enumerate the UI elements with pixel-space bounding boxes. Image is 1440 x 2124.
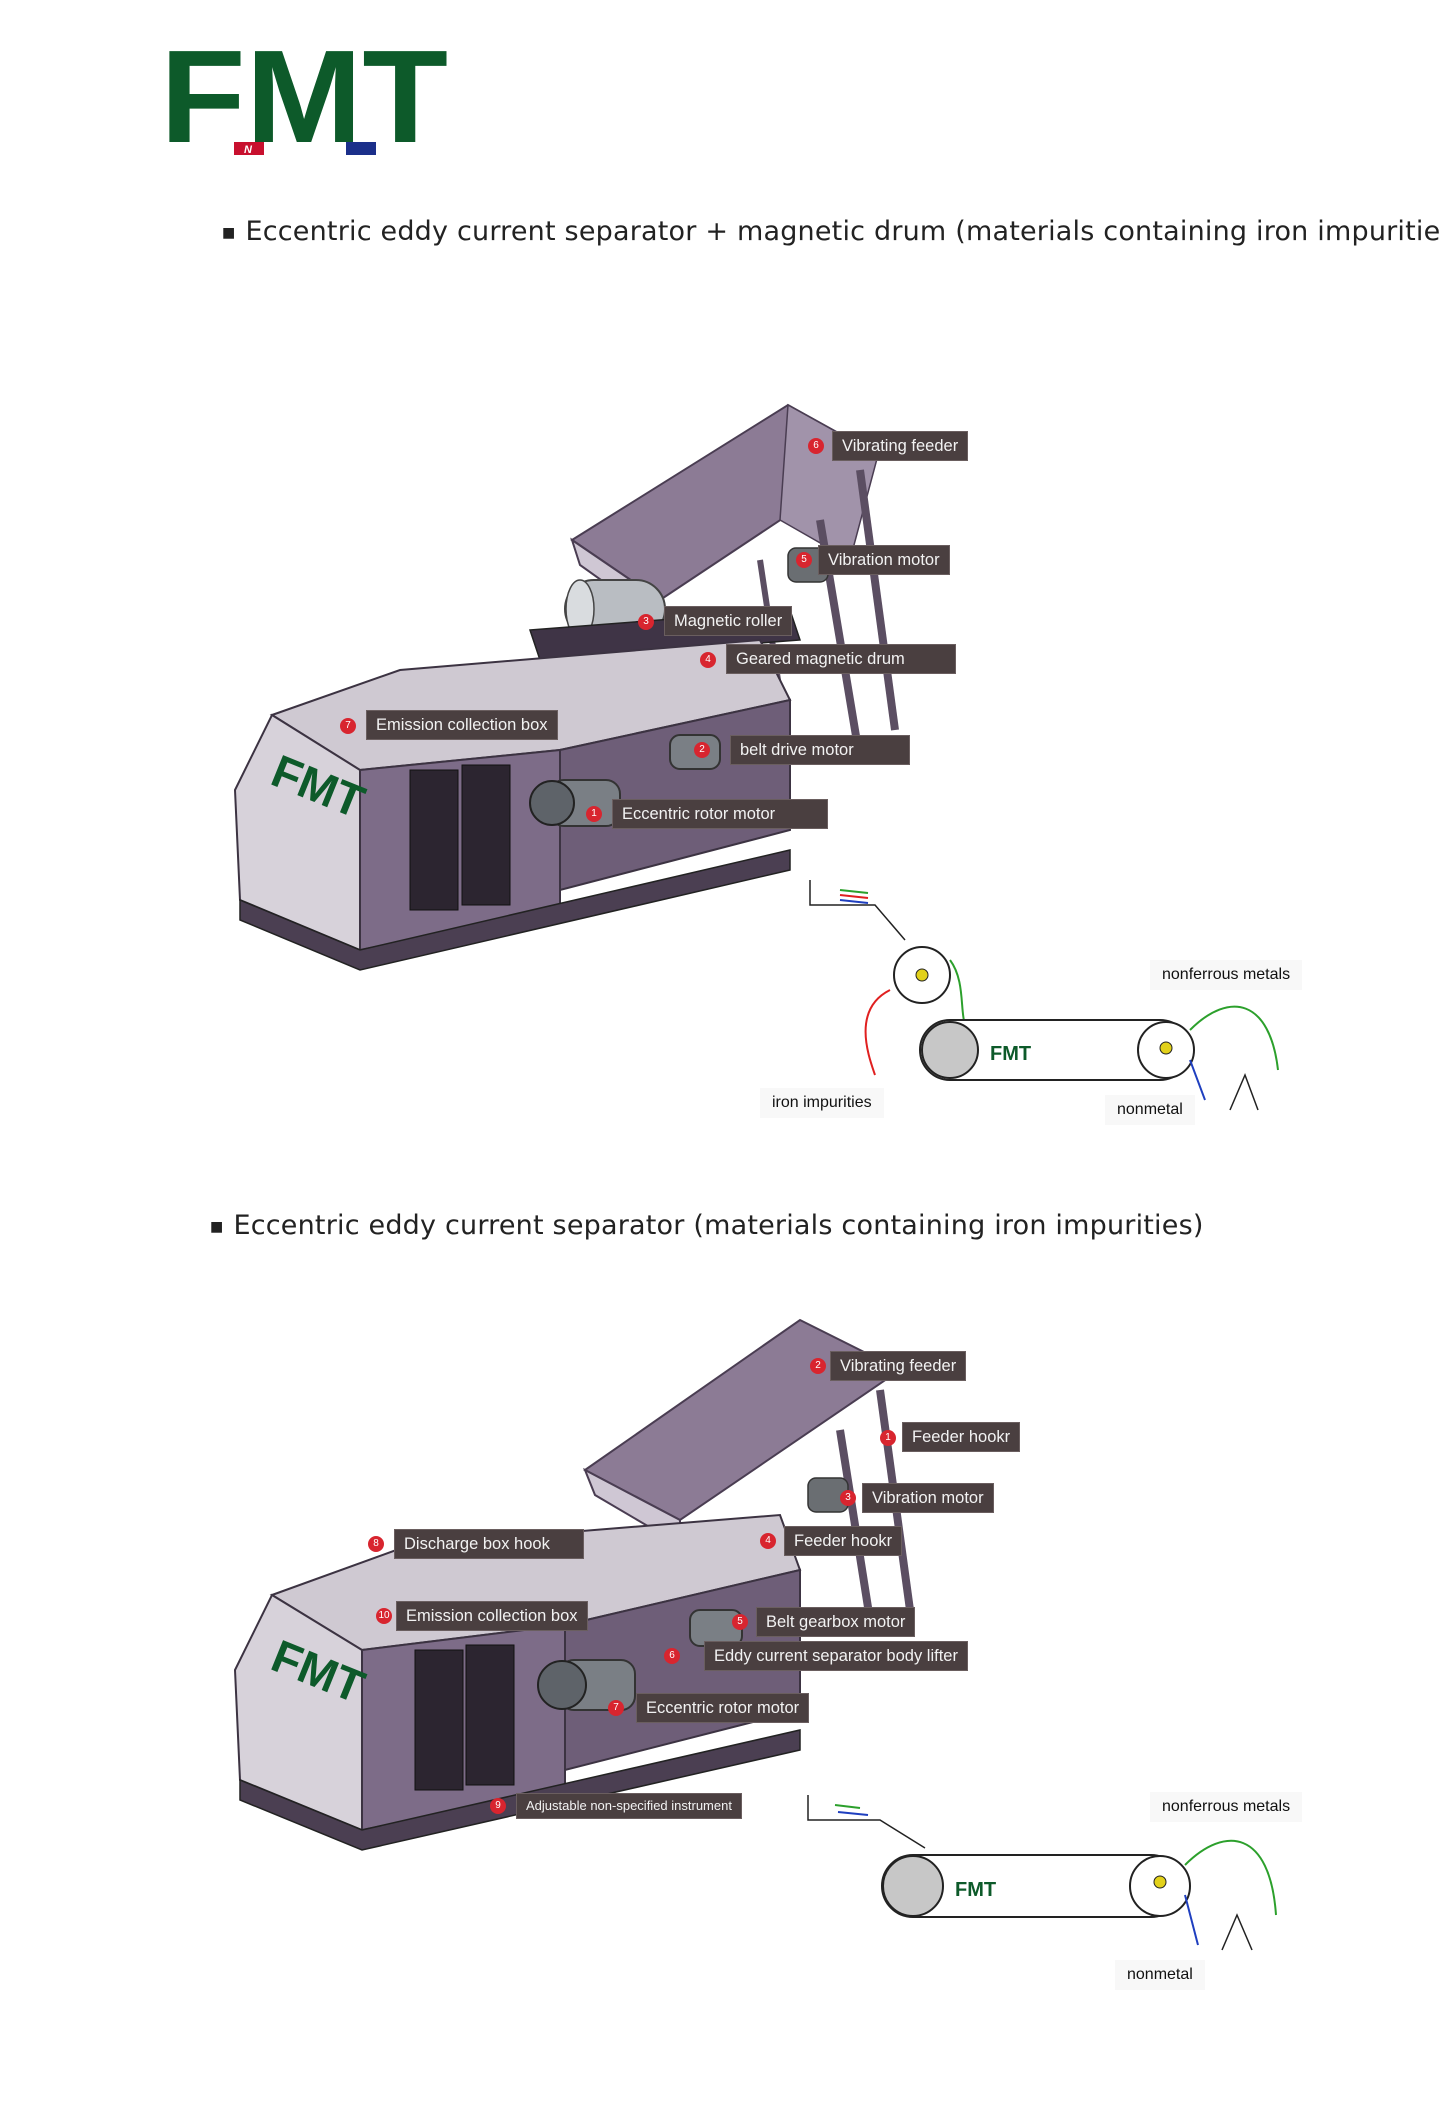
- callout-vibration-motor: Vibration motor: [818, 545, 950, 575]
- section2-heading: ■Eccentric eddy current separator (mater…: [210, 1210, 1204, 1241]
- svg-text:FMT: FMT: [160, 46, 448, 158]
- marker-5: 5: [732, 1614, 748, 1630]
- marker-7: 7: [340, 718, 356, 734]
- bullet-icon: ■: [210, 1218, 224, 1235]
- label-nonmetal: nonmetal: [1115, 1960, 1205, 1990]
- separator-drawing-1: FMT: [233, 403, 899, 971]
- callout-geared-magnetic-drum: Geared magnetic drum: [726, 644, 956, 674]
- label-iron-impurities: iron impurities: [760, 1088, 884, 1118]
- marker-9: 9: [490, 1798, 506, 1814]
- callout-vibration-motor: Vibration motor: [862, 1483, 994, 1513]
- label-nonferrous-metals: nonferrous metals: [1150, 1792, 1303, 1822]
- svg-text:N: N: [244, 144, 253, 156]
- label-nonferrous-metals: nonferrous metals: [1150, 960, 1303, 990]
- callout-feeder-hookr-2: Feeder hookr: [784, 1526, 903, 1556]
- callout-vibrating-feeder: Vibrating feeder: [830, 1351, 967, 1381]
- marker-3: 3: [840, 1490, 856, 1506]
- callout-vibrating-feeder: Vibrating feeder: [832, 431, 969, 461]
- section1-heading: ■Eccentric eddy current separator + magn…: [222, 216, 1440, 247]
- svg-text:FMT: FMT: [955, 1879, 996, 1901]
- marker-2: 2: [810, 1358, 826, 1374]
- callout-eccentric-rotor-motor: Eccentric rotor motor: [612, 799, 828, 829]
- marker-10: 10: [376, 1608, 392, 1624]
- svg-text:FMT: FMT: [265, 1629, 372, 1713]
- label-nonmetal: nonmetal: [1105, 1095, 1195, 1125]
- marker-1: 1: [586, 806, 602, 822]
- callout-magnetic-roller: Magnetic roller: [664, 606, 793, 636]
- marker-1: 1: [880, 1430, 896, 1446]
- marker-5: 5: [796, 552, 812, 568]
- callout-belt-gearbox-motor: Belt gearbox motor: [756, 1607, 916, 1637]
- fmt-logo: FMT N: [160, 46, 448, 158]
- callout-belt-drive-motor: belt drive motor: [730, 735, 910, 765]
- bullet-icon: ■: [222, 224, 236, 241]
- callout-body-lifter: Eddy current separator body lifter: [704, 1641, 968, 1671]
- callout-emission-collection-box: Emission collection box: [396, 1601, 588, 1631]
- callout-eccentric-rotor-motor: Eccentric rotor motor: [636, 1693, 810, 1723]
- marker-4: 4: [700, 652, 716, 668]
- marker-7: 7: [608, 1700, 624, 1716]
- marker-2: 2: [694, 742, 710, 758]
- callout-feeder-hookr-1: Feeder hookr: [902, 1422, 1021, 1452]
- marker-4: 4: [760, 1533, 776, 1549]
- marker-8: 8: [368, 1536, 384, 1552]
- marker-6: 6: [664, 1648, 680, 1664]
- callout-discharge-box-hook: Discharge box hook: [394, 1529, 584, 1559]
- callout-emission-collection-box: Emission collection box: [366, 710, 558, 740]
- marker-6: 6: [808, 438, 824, 454]
- marker-3: 3: [638, 614, 654, 630]
- callout-adjustable-instrument: Adjustable non-specified instrument: [516, 1793, 742, 1819]
